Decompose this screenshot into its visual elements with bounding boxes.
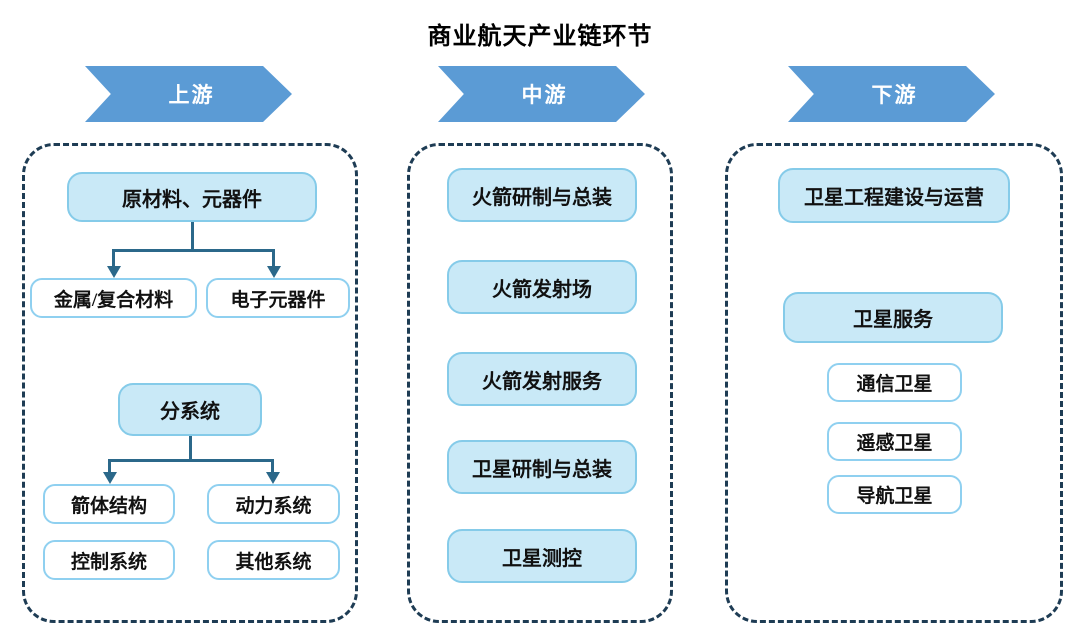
- node-raw-materials: 原材料、元器件: [67, 172, 317, 222]
- upstream-panel: [22, 143, 358, 623]
- connector-line: [112, 249, 275, 252]
- node-rocket-launch-services: 火箭发射服务: [447, 352, 637, 406]
- connector-arrowhead: [102, 472, 117, 484]
- node-other-systems: 其他系统: [207, 540, 340, 580]
- connector-line: [108, 459, 274, 462]
- stage-arrow-upstream-label: 上游: [168, 83, 215, 107]
- node-electronic-components: 电子元器件: [206, 278, 350, 318]
- downstream-panel: [725, 143, 1063, 623]
- node-satellite-engineering-operation: 卫星工程建设与运营: [778, 168, 1010, 223]
- connector-arrowhead: [106, 266, 121, 278]
- connector-arrowhead: [266, 266, 281, 278]
- stage-arrow-midstream-label: 中游: [521, 83, 568, 107]
- node-rocket-launch-site: 火箭发射场: [447, 260, 637, 314]
- connector-line: [191, 222, 194, 252]
- connector-arrowhead: [265, 472, 280, 484]
- connector-line: [189, 436, 192, 462]
- node-satellite-services: 卫星服务: [783, 292, 1003, 343]
- node-satellite-tracking-control: 卫星测控: [447, 529, 637, 583]
- connector-line: [108, 459, 111, 473]
- node-remote-sensing-satellite: 遥感卫星: [827, 422, 962, 461]
- node-satellite-development-assembly: 卫星研制与总装: [447, 440, 637, 494]
- node-control-system: 控制系统: [43, 540, 175, 580]
- connector-line: [112, 249, 115, 267]
- connector-line: [272, 249, 275, 267]
- node-power-system: 动力系统: [207, 484, 340, 524]
- stage-arrow-upstream: 上游: [85, 66, 292, 122]
- connector-line: [271, 459, 274, 473]
- node-metal-composite: 金属/复合材料: [30, 278, 197, 318]
- midstream-panel: [407, 143, 673, 623]
- node-rocket-body-structure: 箭体结构: [43, 484, 175, 524]
- page-title: 商业航天产业链环节: [427, 24, 653, 50]
- stage-arrow-downstream: 下游: [788, 66, 995, 122]
- node-subsystems: 分系统: [118, 383, 262, 436]
- node-communication-satellite: 通信卫星: [827, 363, 962, 402]
- stage-arrow-downstream-label: 下游: [871, 83, 918, 107]
- node-rocket-development-assembly: 火箭研制与总装: [447, 168, 637, 222]
- stage-arrow-midstream: 中游: [438, 66, 645, 122]
- node-navigation-satellite: 导航卫星: [827, 475, 962, 514]
